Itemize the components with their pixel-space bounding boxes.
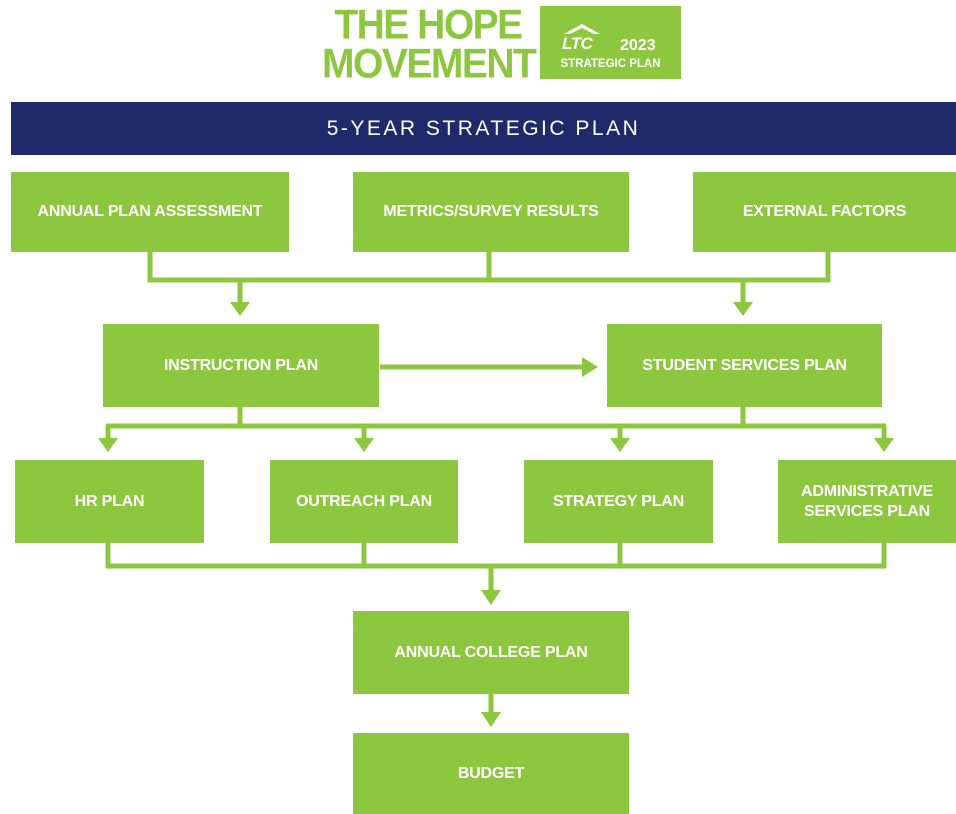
banner-title: 5-YEAR STRATEGIC PLAN <box>326 116 641 140</box>
box-label: STRATEGY PLAN <box>552 492 685 510</box>
box-annual-college-plan: ANNUAL COLLEGE PLAN <box>353 611 629 694</box>
arrowhead <box>610 438 630 452</box>
box-label: HR PLAN <box>74 492 145 510</box>
logo-badge: LTC 2023 STRATEGIC PLAN <box>540 6 681 79</box>
box-budget: BUDGET <box>353 733 629 814</box>
logo-year: 2023 <box>620 37 656 54</box>
roof-icon <box>564 24 600 34</box>
box-external-factors: EXTERNAL FACTORS <box>693 172 956 252</box>
box-label-line2: SERVICES PLAN <box>803 502 931 520</box>
banner: 5-YEAR STRATEGIC PLAN <box>11 102 956 155</box>
box-label: INSTRUCTION PLAN <box>163 356 319 374</box>
arrowhead <box>481 590 501 605</box>
box-student-services-plan: STUDENT SERVICES PLAN <box>607 324 882 407</box>
box-annual-plan-assessment: ANNUAL PLAN ASSESSMENT <box>11 172 289 252</box>
logo-title-line2: MOVEMENT <box>322 40 537 87</box>
arrowhead <box>354 438 374 452</box>
box-label: METRICS/SURVEY RESULTS <box>383 203 599 220</box>
box-label-line1: ADMINISTRATIVE <box>800 482 933 500</box>
arrowhead <box>874 438 894 452</box>
box-hr-plan: HR PLAN <box>15 460 204 543</box>
logo-title-line1: THE HOPE <box>334 1 523 49</box>
arrowhead <box>481 712 501 727</box>
box-label: OUTREACH PLAN <box>295 492 433 510</box>
logo-brand: LTC <box>562 34 593 53</box>
arrowhead <box>98 438 118 452</box>
box-strategy-plan: STRATEGY PLAN <box>524 460 713 543</box>
box-instruction-plan: INSTRUCTION PLAN <box>103 324 379 407</box>
arrowhead <box>582 357 598 377</box>
box-outreach-plan: OUTREACH PLAN <box>270 460 458 543</box>
box-label: STUDENT SERVICES PLAN <box>642 356 847 374</box>
logo-subtitle: STRATEGIC PLAN <box>560 58 661 70</box>
box-label: ANNUAL PLAN ASSESSMENT <box>37 203 263 220</box>
box-label: ANNUAL COLLEGE PLAN <box>394 643 588 661</box>
box-metrics-survey-results: METRICS/SURVEY RESULTS <box>353 172 629 252</box>
arrowhead <box>230 302 250 316</box>
box-label: BUDGET <box>457 764 525 782</box>
logo-title: THE HOPE MOVEMENT <box>322 1 537 90</box>
box-administrative-services-plan: ADMINISTRATIVE SERVICES PLAN <box>778 460 956 543</box>
arrowhead <box>733 302 753 316</box>
box-label: EXTERNAL FACTORS <box>742 203 907 220</box>
